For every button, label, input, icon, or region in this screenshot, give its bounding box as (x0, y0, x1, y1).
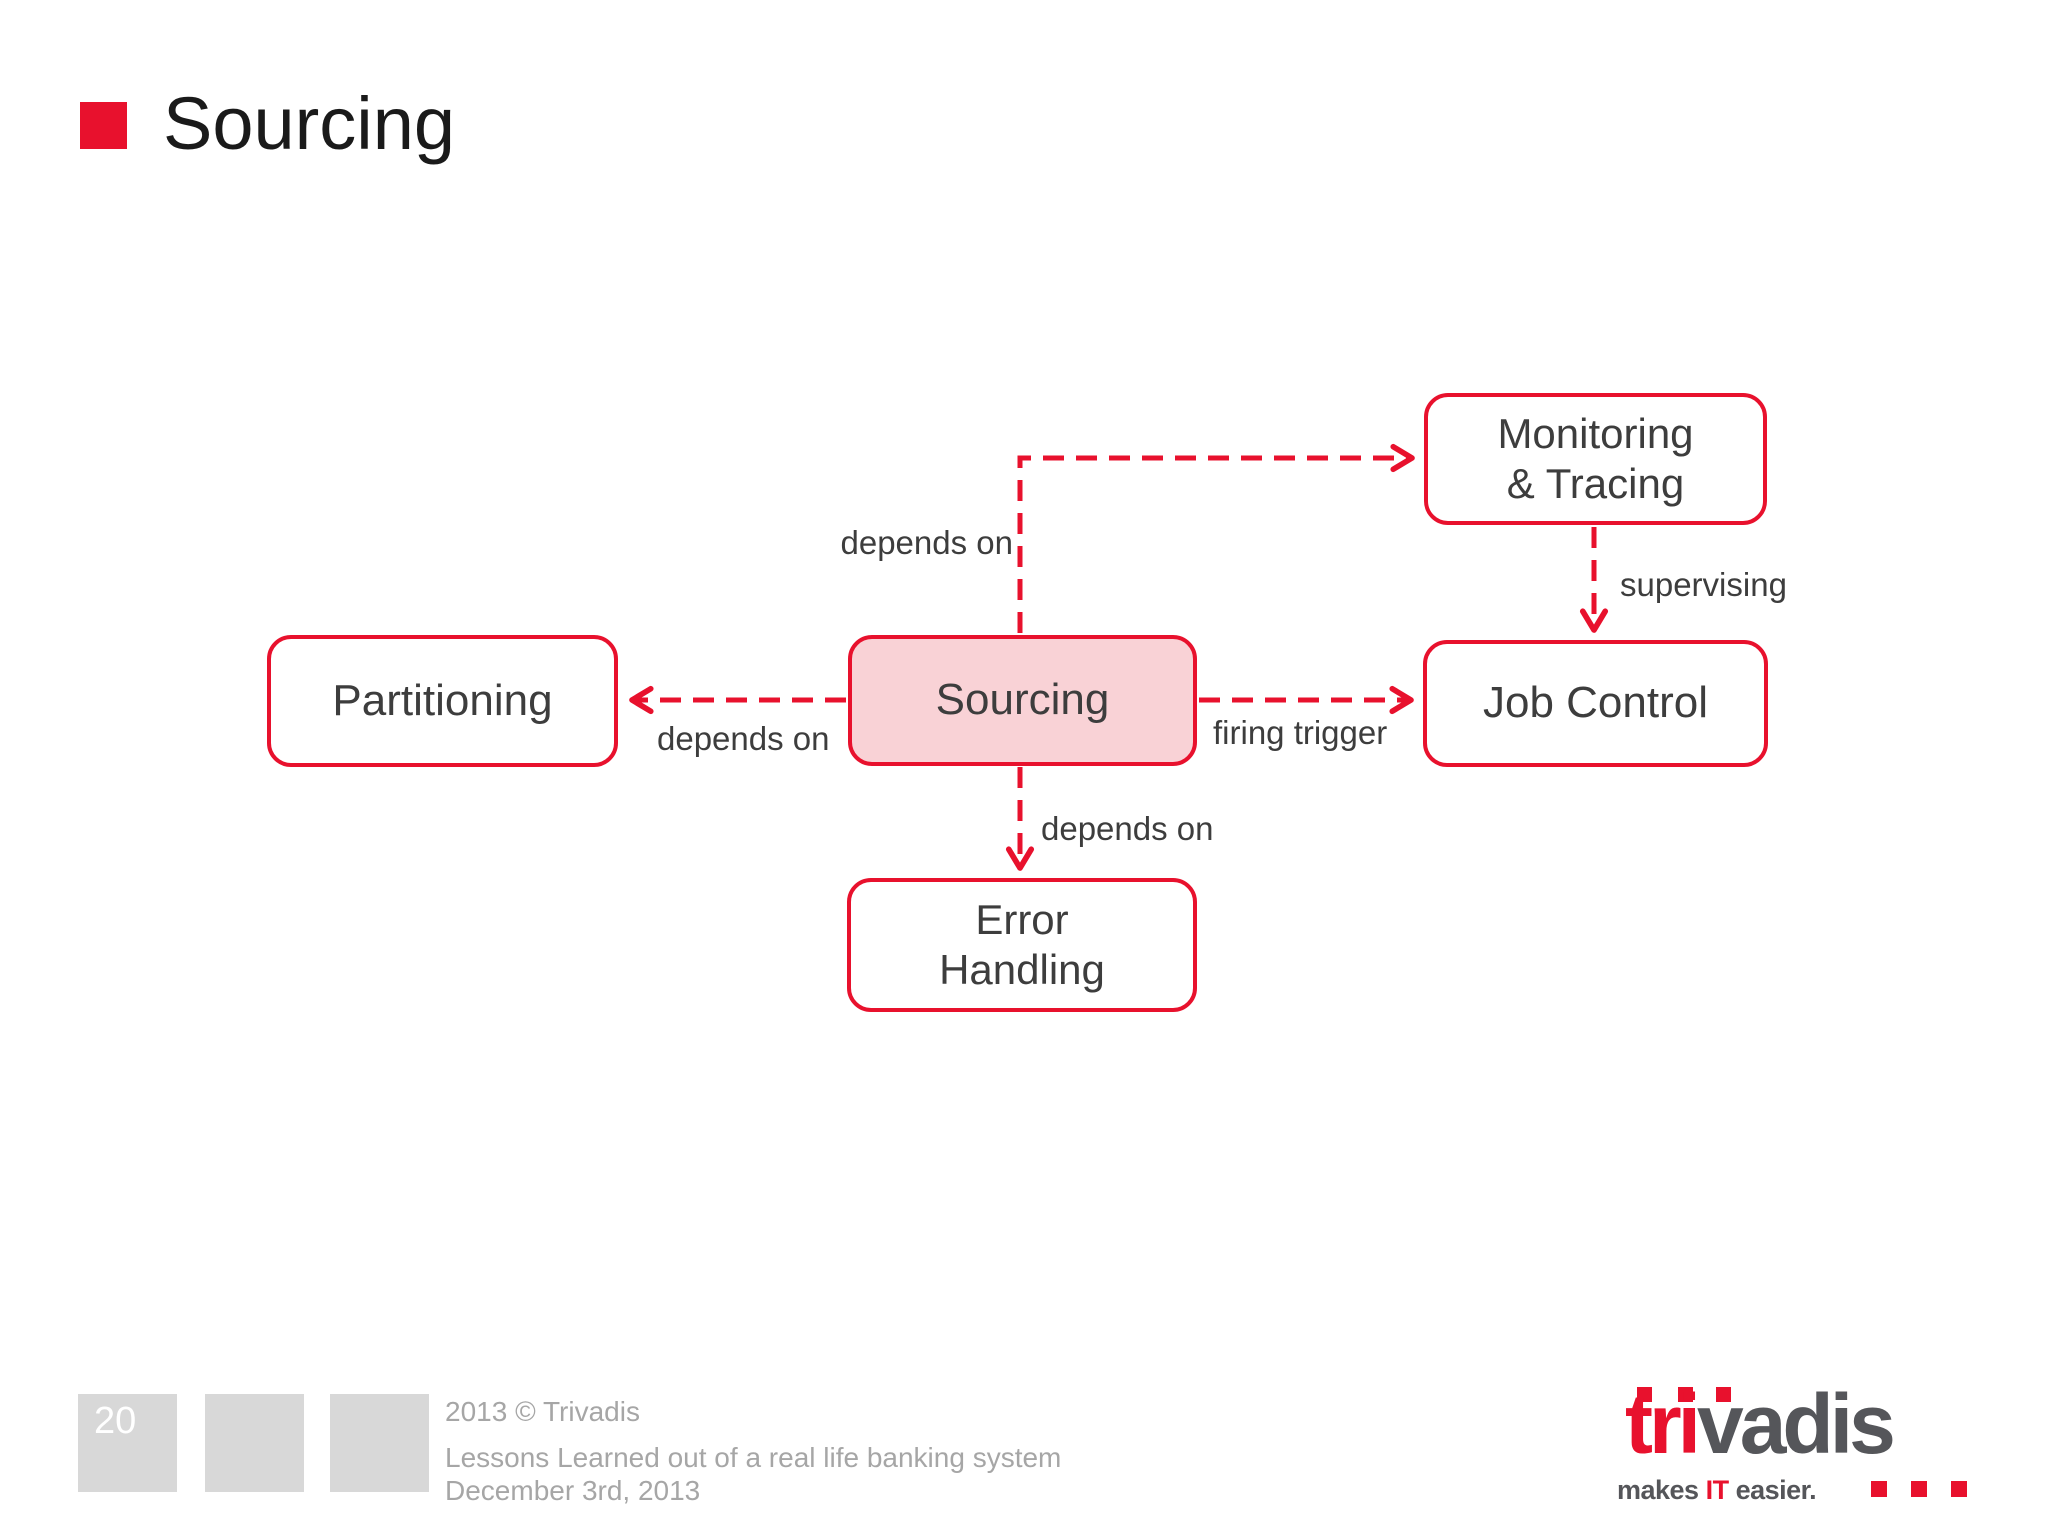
logo-dot-icon (1678, 1387, 1693, 1402)
node-sourcing: Sourcing (848, 635, 1197, 766)
logo-tagline: makes IT easier. (1617, 1475, 1817, 1505)
node-label: Partitioning (332, 675, 553, 725)
edge-label-depends-on-bottom: depends on (1041, 810, 1214, 847)
node-label: Error Handling (939, 896, 1105, 993)
title-bullet-square (80, 102, 127, 149)
footer-date: December 3rd, 2013 (445, 1475, 701, 1506)
edge-label-depends-on-top: depends on (840, 524, 1014, 561)
footer-decoration-square (205, 1394, 304, 1492)
footer-presentation-title: Lessons Learned out of a real life banki… (445, 1442, 1062, 1473)
trivadis-logo: trivadis makes IT easier. (1615, 1382, 2010, 1507)
node-monitoring-tracing: Monitoring & Tracing (1424, 393, 1767, 525)
edge-sourcing-to-monitoring (1017, 443, 1415, 633)
slide-title: Sourcing (163, 82, 456, 165)
node-label: Job Control (1482, 678, 1708, 728)
page-number-square: 20 (78, 1394, 177, 1492)
node-job-control: Job Control (1423, 640, 1768, 767)
node-error-handling: Error Handling (847, 878, 1197, 1012)
node-partitioning: Partitioning (267, 635, 618, 767)
logo-dot-icon (1716, 1387, 1731, 1402)
edge-label-depends-on-left: depends on (657, 720, 830, 757)
edge-label-firing-trigger: firing trigger (1213, 714, 1388, 751)
footer-copyright: 2013 © Trivadis (445, 1396, 640, 1427)
footer-decoration-square (330, 1394, 429, 1492)
logo-dot-icon (1637, 1387, 1652, 1402)
page-number: 20 (94, 1400, 137, 1442)
node-label: Sourcing (935, 675, 1110, 725)
node-label: Monitoring & Tracing (1497, 410, 1694, 507)
logo-squares-icon (1871, 1481, 1967, 1497)
edge-label-supervising: supervising (1620, 566, 1787, 603)
logo-wordmark: trivadis (1625, 1377, 1896, 1471)
